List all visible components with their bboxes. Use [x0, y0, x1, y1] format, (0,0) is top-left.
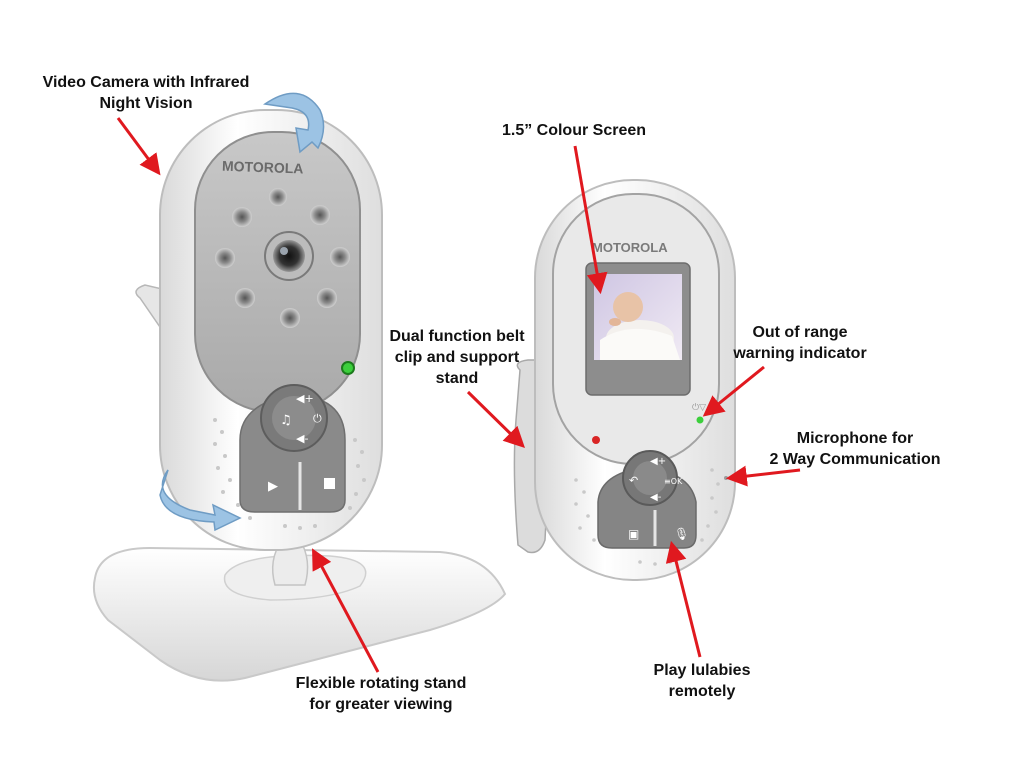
belt-clip-label-line3: stand [435, 370, 479, 387]
volume-down-icon: ◀- [296, 432, 308, 445]
stand-arrow [312, 548, 380, 673]
camera-label-line1: Video Camera with Infrared [42, 74, 250, 91]
belt-clip-arrow [466, 390, 525, 448]
range-label-line2: warning indicator [733, 345, 867, 362]
screen-label-line1: 1.5” Colour Screen [501, 122, 647, 139]
range-label: Out of range warning indicator [720, 322, 880, 364]
screen-label: 1.5” Colour Screen [484, 120, 664, 141]
camera-speaker-grille [213, 418, 366, 530]
callout-arrows [116, 117, 801, 673]
monitor-logo: MOTOROLA [592, 240, 668, 255]
monitor-power-led [592, 436, 600, 444]
belt-clip-label: Dual function belt clip and support stan… [372, 326, 542, 389]
svg-text:⏻▽: ⏻▽ [692, 402, 706, 413]
camera-label-line2: Night Vision [99, 95, 193, 112]
camera-power-led [341, 361, 355, 375]
camera-unit: MOTOROLA ◀+ ♫ ⏻ ◀- ▶ [92, 92, 507, 682]
lullabies-arrow [665, 540, 702, 658]
microphone-icon: 🎙 [674, 527, 689, 541]
belt-clip-label-line1: Dual function belt [389, 328, 525, 345]
microphone-label: Microphone for 2 Way Communication [750, 428, 960, 470]
stop-icon [324, 478, 335, 489]
lullabies-label: Play lulabies remotely [632, 660, 772, 702]
camera-base [92, 546, 507, 682]
camera-logo: MOTOROLA [222, 158, 304, 177]
tilt-rotate-arrow [262, 92, 325, 154]
camera-arrow [116, 117, 161, 176]
parent-monitor-unit: MOTOROLA ⏻▽ ◀+ ↶ ≡OK ◀- ▣ 🎙 [513, 179, 736, 581]
microphone-label-line2: 2 Way Communication [769, 451, 941, 468]
range-arrow [702, 365, 765, 417]
camera-label: Video Camera with Infrared Night Vision [26, 72, 266, 114]
power-icon: ⏻ [313, 412, 322, 425]
music-note-icon: ♫ [280, 413, 292, 428]
back-icon: ↶ [629, 474, 638, 487]
swivel-rotate-arrow [159, 469, 242, 532]
volume-down-icon: ◀- [650, 492, 662, 503]
belt-clip-label-line2: clip and support [394, 349, 520, 366]
microphone-hole [724, 476, 728, 480]
play-icon: ▶ [268, 479, 278, 494]
volume-up-icon: ◀+ [650, 456, 666, 467]
infrared-leds [215, 188, 350, 328]
volume-up-icon: ◀+ [296, 392, 314, 405]
stand-label: Flexible rotating stand for greater view… [276, 673, 486, 715]
screen-icon: ▣ [628, 527, 639, 541]
stand-label-line1: Flexible rotating stand [295, 675, 467, 692]
screen-arrow [573, 145, 608, 295]
menu-ok-icon: ≡OK [664, 477, 683, 486]
baby-image [600, 292, 680, 360]
range-label-line1: Out of range [752, 324, 848, 341]
stand-label-line2: for greater viewing [309, 696, 453, 713]
microphone-arrow [725, 465, 801, 487]
microphone-label-line1: Microphone for [796, 430, 914, 447]
lullabies-label-line2: remotely [668, 683, 736, 700]
out-of-range-led [696, 416, 704, 424]
lullabies-label-line1: Play lulabies [653, 662, 751, 679]
